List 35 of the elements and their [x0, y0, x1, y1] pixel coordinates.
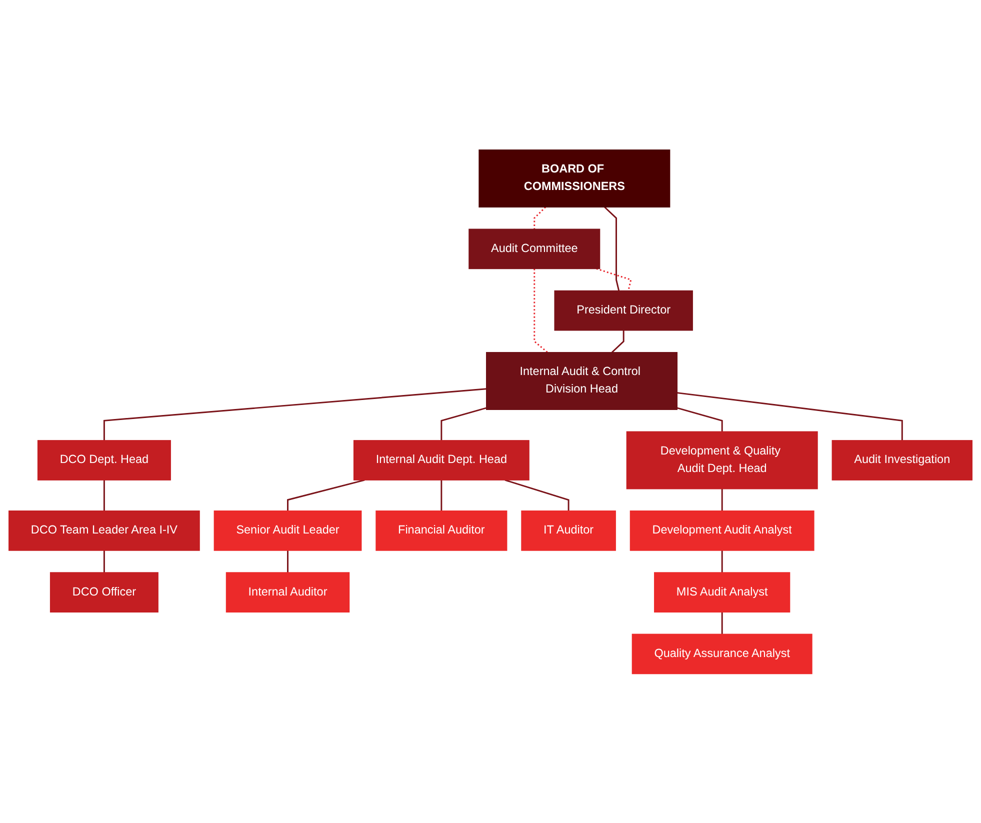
connector [611, 330, 624, 353]
connector [676, 406, 723, 432]
node-box [632, 633, 812, 674]
connector [287, 479, 365, 511]
node-box [554, 290, 693, 330]
node-box [478, 149, 670, 208]
connector [534, 206, 546, 229]
connector [721, 550, 723, 572]
connector [287, 550, 288, 572]
connector [721, 488, 723, 511]
connector [440, 480, 442, 511]
connector [677, 392, 903, 440]
connector [440, 406, 487, 440]
connector [604, 206, 620, 291]
node-box [486, 352, 678, 410]
node-box [521, 510, 616, 551]
node-box [8, 510, 200, 551]
node-box [50, 572, 158, 612]
node-box [353, 440, 530, 480]
connector [534, 268, 548, 353]
node-box [654, 572, 790, 612]
node-box [630, 510, 814, 551]
node-box [468, 228, 600, 269]
connector [721, 612, 723, 634]
node-box [214, 510, 362, 551]
node-box [376, 510, 508, 551]
connector [504, 479, 570, 511]
connector [103, 480, 105, 511]
node-box [832, 440, 972, 480]
node-box [37, 440, 171, 480]
node-box [626, 430, 818, 489]
node-box [226, 572, 350, 612]
connector [103, 550, 105, 572]
connector [103, 388, 486, 440]
connector [596, 268, 632, 291]
